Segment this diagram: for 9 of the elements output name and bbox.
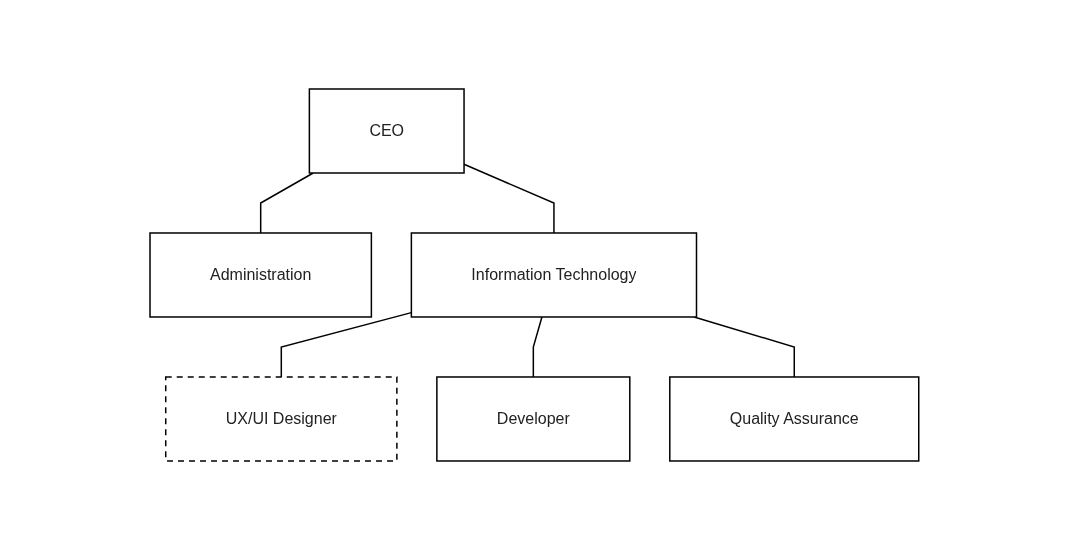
- node-box: CEO: [308, 88, 465, 174]
- connector: [259, 172, 314, 234]
- connector: [532, 316, 543, 378]
- node-box: Administration: [148, 232, 372, 318]
- node-box: Information Technology: [410, 232, 697, 318]
- node-box: Developer: [435, 376, 631, 462]
- connector: [280, 311, 412, 378]
- node-box: UX/UI Designer: [164, 376, 398, 462]
- node-box: Quality Assurance: [668, 376, 920, 462]
